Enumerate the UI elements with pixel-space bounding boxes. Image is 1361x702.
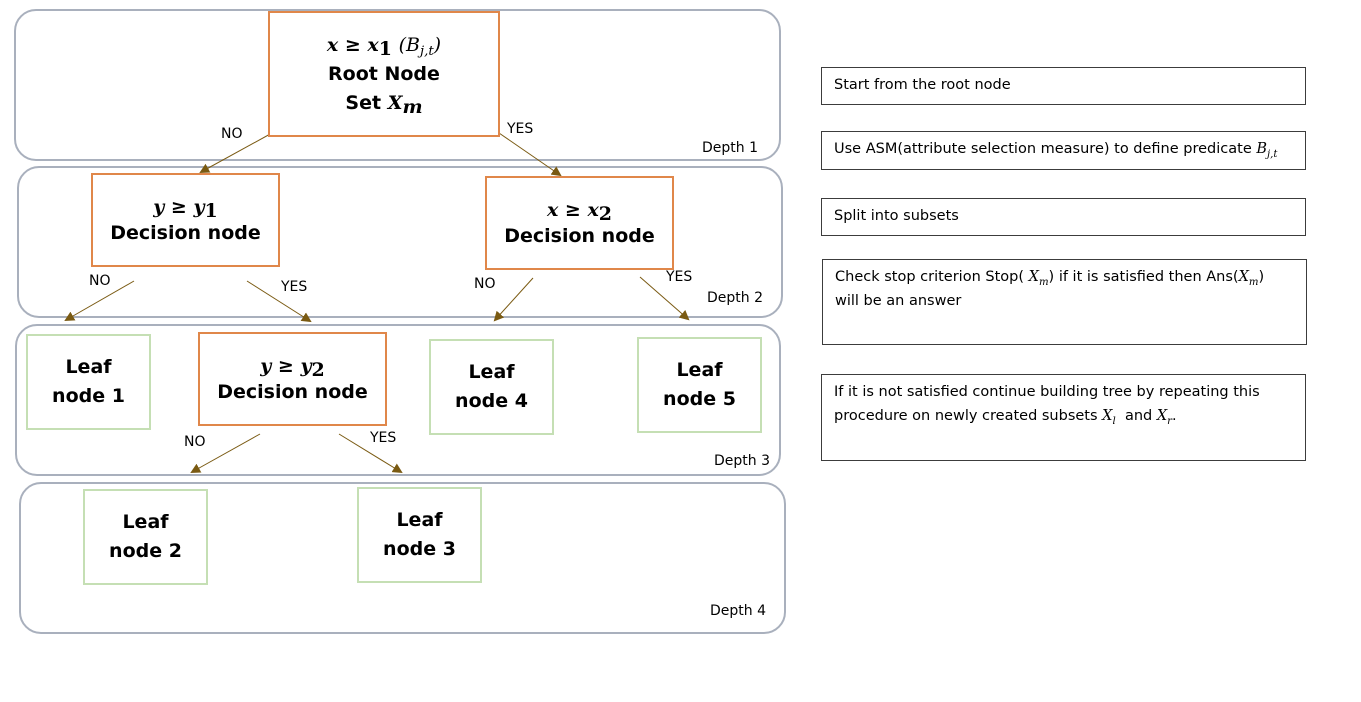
edge-x2-yes: [639, 276, 690, 321]
edge-x2-no: [493, 277, 534, 322]
root-node: x ≥ x1 (Bj,t) Root Node Set Xm: [268, 11, 500, 137]
edge-y2-no: [190, 433, 261, 473]
edge-label-y2-no: NO: [184, 434, 206, 450]
edge-root-no: [199, 132, 273, 173]
step-box-1: Start from the root node: [821, 67, 1306, 105]
edge-root-yes: [498, 132, 562, 177]
edge-y1-yes: [246, 280, 312, 323]
depth-label-2: Depth 2: [707, 290, 763, 306]
edge-label-root-yes: YES: [507, 121, 534, 137]
decision-x2-condition: x ≥ x2: [546, 199, 613, 225]
step-box-5: If it is not satisfied continue building…: [821, 374, 1306, 461]
edge-label-root-no: NO: [221, 126, 243, 142]
depth-label-3: Depth 3: [714, 453, 770, 469]
decision-y2-condition: y ≥ y2: [260, 355, 325, 381]
root-condition: x ≥ x1 (Bj,t): [326, 33, 442, 60]
step-box-2: Use ASM(attribute selection measure) to …: [821, 131, 1306, 170]
depth-label-4: Depth 4: [710, 603, 766, 619]
leaf-node-2: Leaf node 2: [83, 489, 208, 585]
depth-label-1: Depth 1: [702, 140, 758, 156]
root-title: Root Node: [328, 62, 440, 85]
edge-y1-no: [64, 280, 135, 321]
leaf-node-3: Leaf node 3: [357, 487, 482, 583]
step-box-4: Check stop criterion Stop( Xm) if it is …: [822, 259, 1307, 345]
decision-x2-title: Decision node: [504, 225, 655, 247]
decision-node-y1: y ≥ y1 Decision node: [91, 173, 280, 267]
edge-label-y1-yes: YES: [281, 279, 308, 295]
decision-node-y2: y ≥ y2 Decision node: [198, 332, 387, 426]
edge-label-y1-no: NO: [89, 273, 111, 289]
step-box-3: Split into subsets: [821, 198, 1306, 236]
leaf-node-5: Leaf node 5: [637, 337, 762, 433]
depth-band-4: [19, 482, 786, 634]
decision-y2-title: Decision node: [217, 381, 368, 403]
depth-band-3: [15, 324, 781, 476]
edge-label-y2-yes: YES: [370, 430, 397, 446]
leaf-node-1: Leaf node 1: [26, 334, 151, 430]
depth-band-1: [14, 9, 781, 161]
depth-band-2: [17, 166, 783, 318]
root-set: Set Xm: [345, 91, 423, 118]
decision-y1-title: Decision node: [110, 222, 261, 244]
leaf-node-4: Leaf node 4: [429, 339, 554, 435]
edge-label-x2-no: NO: [474, 276, 496, 292]
decision-y1-condition: y ≥ y1: [153, 196, 218, 222]
decision-node-x2: x ≥ x2 Decision node: [485, 176, 674, 270]
edge-y2-yes: [338, 433, 403, 474]
edge-label-x2-yes: YES: [666, 269, 693, 285]
